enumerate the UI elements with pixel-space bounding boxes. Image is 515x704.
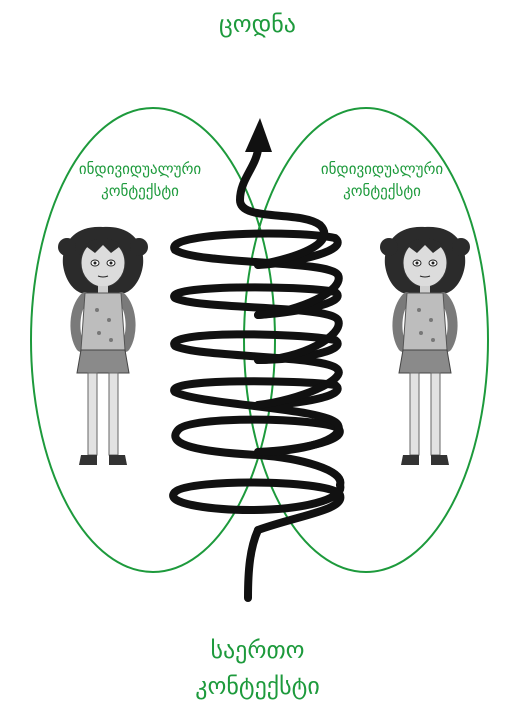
right-individual-context-label: ინდივიდუალური კონტექსტი bbox=[282, 158, 482, 202]
right-label-line1: ინდივიდუალური bbox=[282, 158, 482, 180]
spiral-arrow-head bbox=[245, 118, 272, 152]
left-girl-figure-icon bbox=[58, 227, 148, 465]
shared-context-line2: კონტექსტი bbox=[0, 668, 515, 704]
right-label-line2: კონტექსტი bbox=[282, 180, 482, 202]
shared-context-label: საერთო კონტექსტი bbox=[0, 632, 515, 704]
shared-context-line1: საერთო bbox=[0, 632, 515, 668]
right-girl-figure-icon bbox=[380, 227, 470, 465]
left-label-line1: ინდივიდუალური bbox=[40, 158, 240, 180]
knowledge-title: ცოდნა bbox=[0, 10, 515, 38]
left-label-line2: კონტექსტი bbox=[40, 180, 240, 202]
left-individual-context-label: ინდივიდუალური კონტექსტი bbox=[40, 158, 240, 202]
